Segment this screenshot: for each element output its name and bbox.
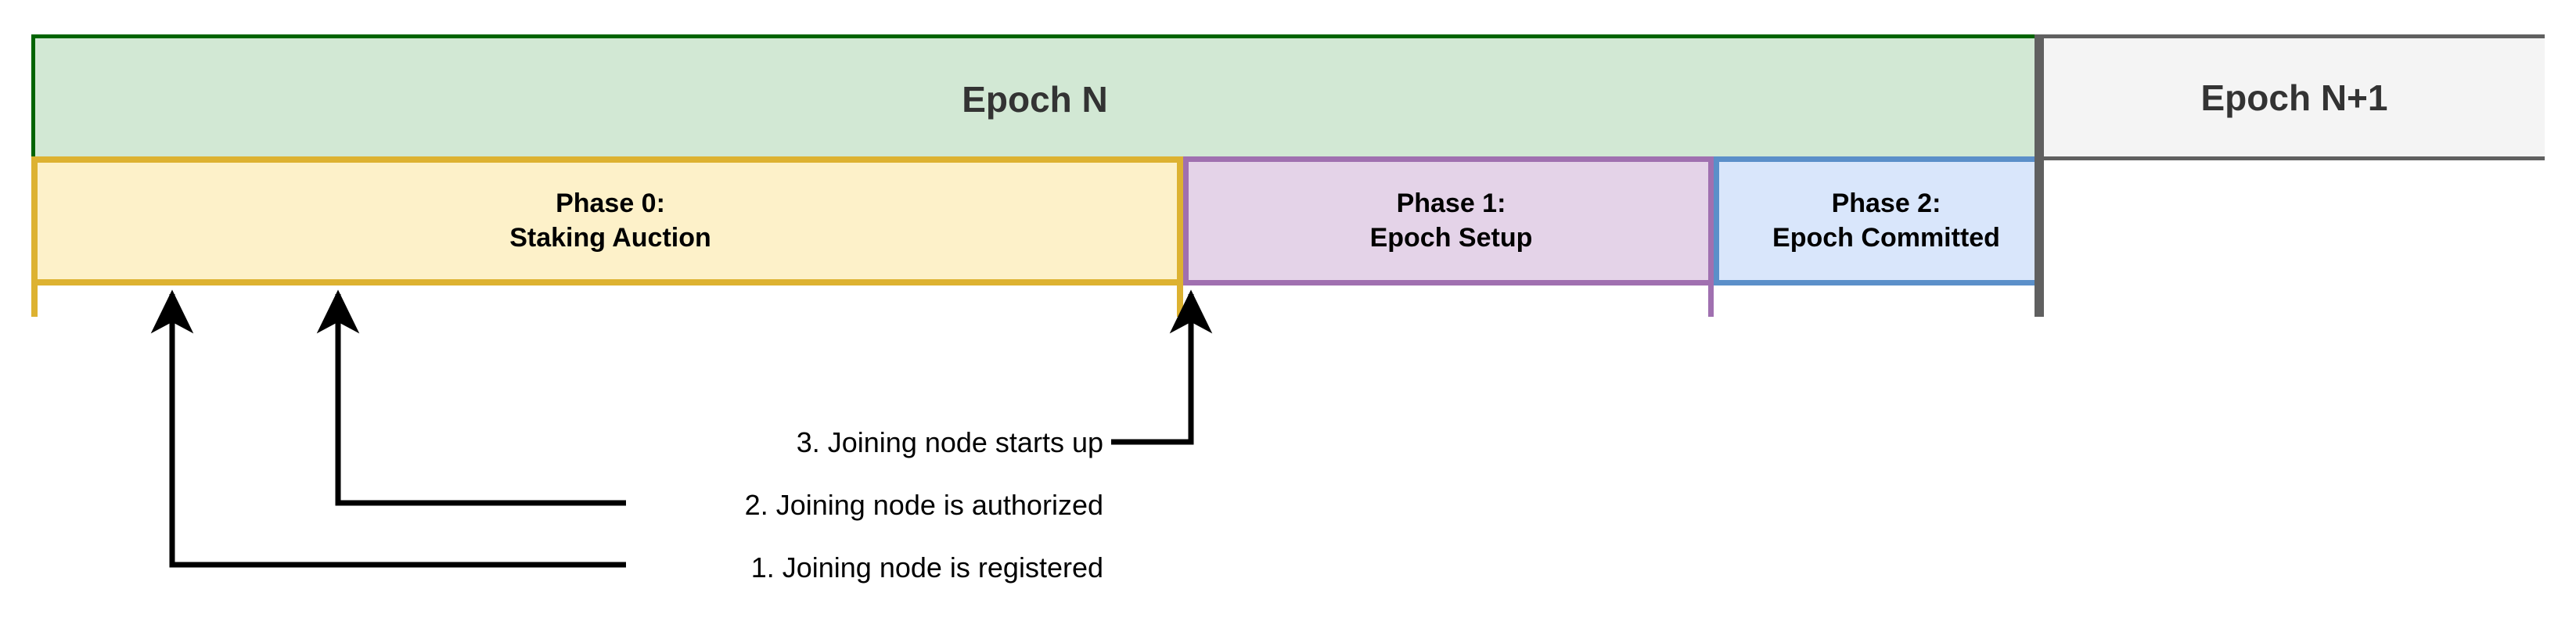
phase-1-subtitle: Epoch Setup	[1369, 222, 1533, 253]
phase-boundary-tick-phase1-end	[1708, 156, 1714, 317]
callout-2-label: 2. Joining node is authorized	[744, 489, 1103, 521]
phase-2-box: Phase 2: Epoch Committed	[1714, 156, 2035, 285]
phase-2-subtitle: Epoch Committed	[1772, 222, 2000, 253]
epoch-n-label: Epoch N	[962, 79, 1108, 120]
callout-1-label: 1. Joining node is registered	[750, 551, 1103, 584]
phase-2-title: Phase 2:	[1831, 188, 1941, 218]
callout-3-leader-line	[1111, 289, 1213, 445]
callout-3-label: 3. Joining node starts up	[796, 426, 1103, 458]
phase-0-title: Phase 0:	[556, 188, 665, 218]
phase-0-subtitle: Staking Auction	[509, 222, 711, 253]
phase-1-title: Phase 1:	[1396, 188, 1506, 218]
epoch-divider	[2035, 34, 2044, 317]
epoch-n-plus-1-label: Epoch N+1	[2200, 77, 2388, 118]
phase-0-box: Phase 0: Staking Auction	[31, 156, 1183, 285]
callout-1-leader-line	[150, 289, 626, 568]
phase-1-box: Phase 1: Epoch Setup	[1183, 156, 1714, 285]
epoch-n-box: Epoch N	[31, 34, 2035, 160]
epoch-n-plus-1-box: Epoch N+1	[2044, 34, 2545, 160]
phase-boundary-tick-phase0-end	[1177, 156, 1183, 317]
phase-2-text-wrap: Phase 2: Epoch Committed	[1772, 187, 2000, 255]
phase-boundary-tick-start	[31, 156, 38, 317]
callout-2-leader-line	[316, 289, 626, 506]
